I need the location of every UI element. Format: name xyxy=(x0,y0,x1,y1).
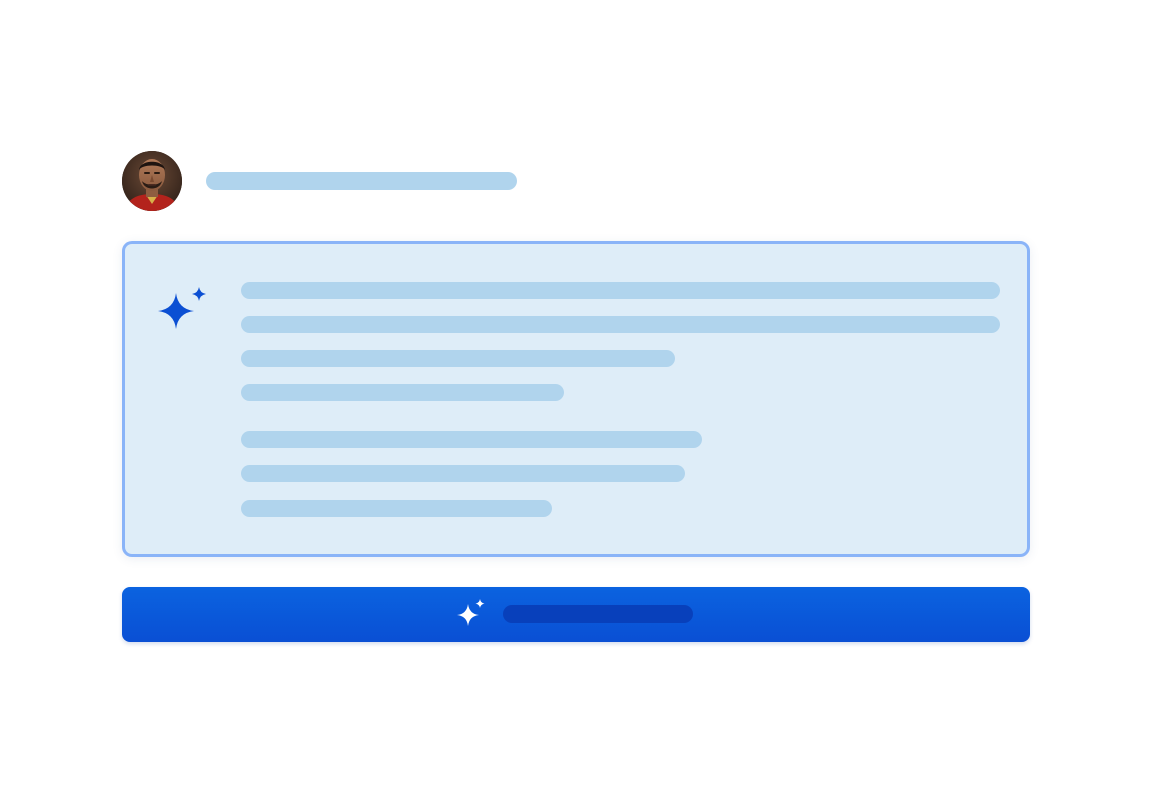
response-line xyxy=(241,316,1000,333)
button-label-skeleton xyxy=(503,605,693,623)
response-line xyxy=(241,384,564,401)
sparkle-icon-large-star xyxy=(158,293,194,329)
response-line xyxy=(241,431,702,448)
ai-response-card xyxy=(122,241,1030,557)
response-line xyxy=(241,465,685,482)
response-line xyxy=(241,350,675,367)
sparkle-icon xyxy=(158,287,206,329)
name-skeleton xyxy=(206,172,517,190)
sparkle-icon xyxy=(457,599,485,626)
sparkle-icon-small-star xyxy=(475,599,485,608)
avatar-portrait xyxy=(122,151,182,211)
generate-button[interactable] xyxy=(122,587,1030,642)
sparkle-icon-small-star xyxy=(192,287,206,301)
avatar xyxy=(122,151,182,211)
message-header xyxy=(122,151,622,211)
response-line xyxy=(241,500,552,517)
sparkle-icon-large-star xyxy=(457,604,479,626)
response-line xyxy=(241,282,1000,299)
